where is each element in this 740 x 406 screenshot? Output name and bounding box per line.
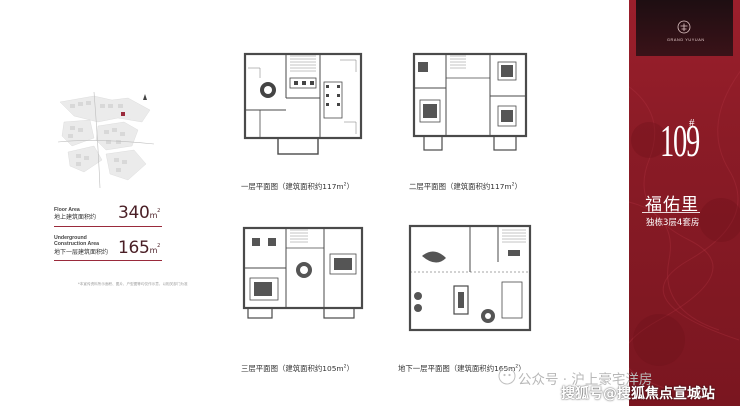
floor-area-divider [54, 226, 162, 227]
underground-en-2: Construction Area [54, 241, 100, 247]
floor-plan-2 [412, 52, 528, 151]
watermark-site: 搜狐号@搜狐焦点宣城站 [561, 386, 715, 402]
floor-plan-1-caption: 一层平面图（建筑面积约117m2） [241, 182, 354, 191]
disclaimer-note: *本宣传资料所示面积、图片、户型图等均仅作示意，以相关部门为准 [78, 282, 188, 286]
floor-area-value: 340m2 [118, 203, 160, 223]
brand-logo-icon [677, 20, 691, 34]
site-plan-map [57, 92, 155, 188]
project-panel [629, 0, 740, 406]
brand-name: GRAND YUYUAN [667, 38, 705, 42]
floor-plan-basement [408, 224, 532, 332]
underground-cn: 地下一层建筑面积约 [54, 249, 109, 256]
brand-header [636, 0, 733, 56]
floor-plan-3 [242, 226, 364, 319]
house-name: 福佑里 [645, 195, 699, 215]
floor-area-en: Floor Area [54, 207, 80, 213]
panel-divider [642, 212, 700, 213]
house-subtitle: 独栋3层4套房 [646, 218, 700, 228]
floor-plan-basement-caption: 地下一层平面图（建筑面积约165m2） [398, 364, 526, 373]
house-number: 109 [660, 115, 700, 166]
underground-divider [54, 260, 162, 261]
underground-en-1: Underground [54, 235, 87, 241]
panel-pattern [629, 70, 740, 401]
floor-area-cn: 地上建筑面积约 [54, 214, 97, 221]
floor-plan-2-caption: 二层平面图（建筑面积约117m2） [409, 182, 522, 191]
watermark-account: 公众号 · 沪上豪宅洋房 [518, 372, 653, 388]
wechat-icon [498, 367, 516, 385]
floor-plan-1 [243, 52, 363, 155]
floor-plan-3-caption: 三层平面图（建筑面积约105m2） [241, 364, 354, 373]
site-marker [121, 112, 125, 116]
house-number-hash: # [689, 117, 695, 129]
underground-value: 165m2 [118, 238, 160, 258]
